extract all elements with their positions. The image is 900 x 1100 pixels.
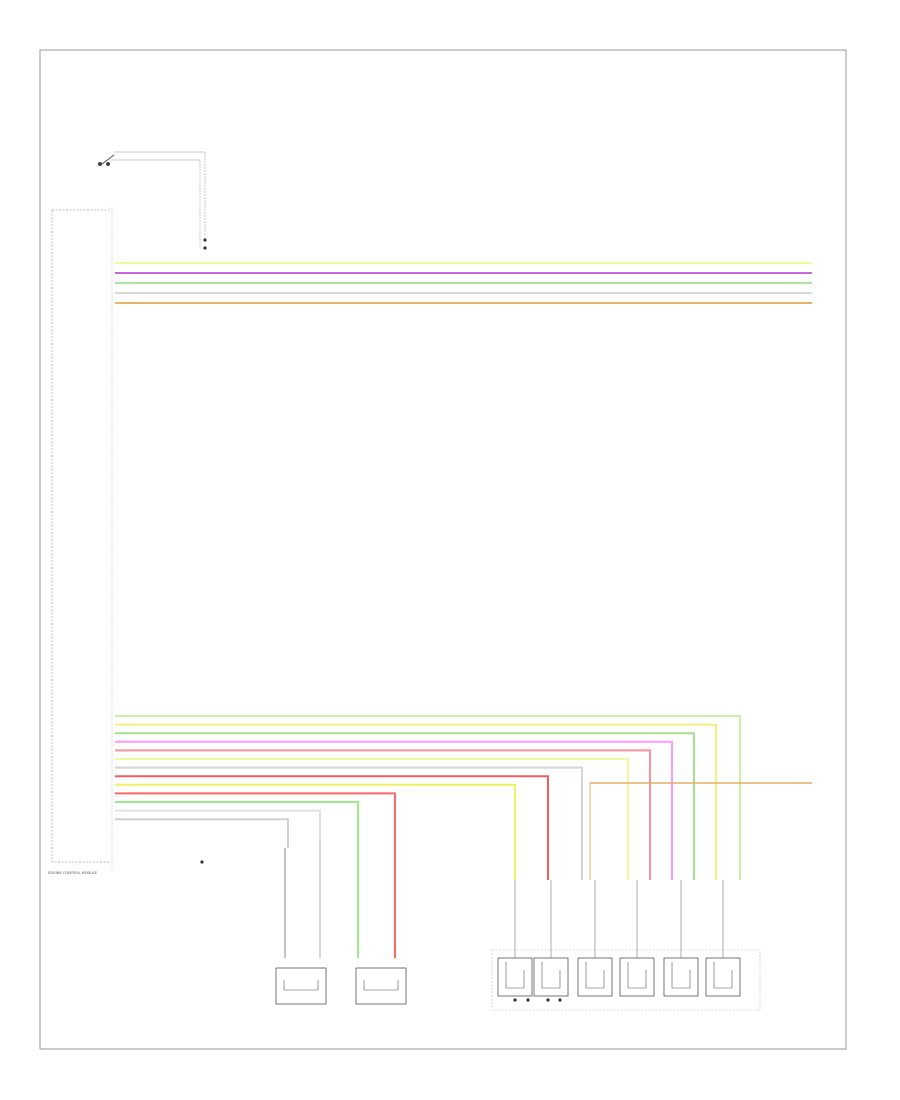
bottom-wire [115,766,583,880]
coil-terminal [558,998,562,1002]
bottom-wire [115,758,629,880]
ignition-coil [663,880,699,997]
diagram-frame [39,49,847,1050]
top-wire-bundle [115,262,812,304]
ecm-outline [51,209,110,863]
bottom-wire [115,818,289,848]
knock-sensor-2 [355,967,407,1005]
coil-terminal [526,998,530,1002]
ignition-coil [533,880,569,997]
lower-mid-note [200,860,204,864]
coil-terminal [513,998,517,1002]
top-right-block-group [203,238,207,250]
orange-branch [589,782,812,880]
ecm-label: ENGINE CONTROL MODULE [48,871,98,875]
ignition-coil [577,880,613,997]
bottom-wire [115,740,673,880]
bottom-wire [115,783,516,880]
bottom-wire [115,715,741,880]
top-switch-component [98,151,206,248]
bottom-wire [115,723,717,880]
bottom-wire [115,775,549,880]
coil-terminal [546,998,550,1002]
bottom-wire [115,792,396,958]
ignition-coil [619,880,655,997]
ignition-coil [705,880,741,997]
bottom-wire [115,809,321,840]
bottom-wire [115,749,651,880]
bottom-wire [115,732,695,880]
knock-sensor-1 [275,840,327,1005]
ignition-coil [497,880,533,997]
bottom-wire-bundle [115,715,741,958]
ignition-coil-bank [491,880,761,1011]
bottom-wire [115,801,359,958]
